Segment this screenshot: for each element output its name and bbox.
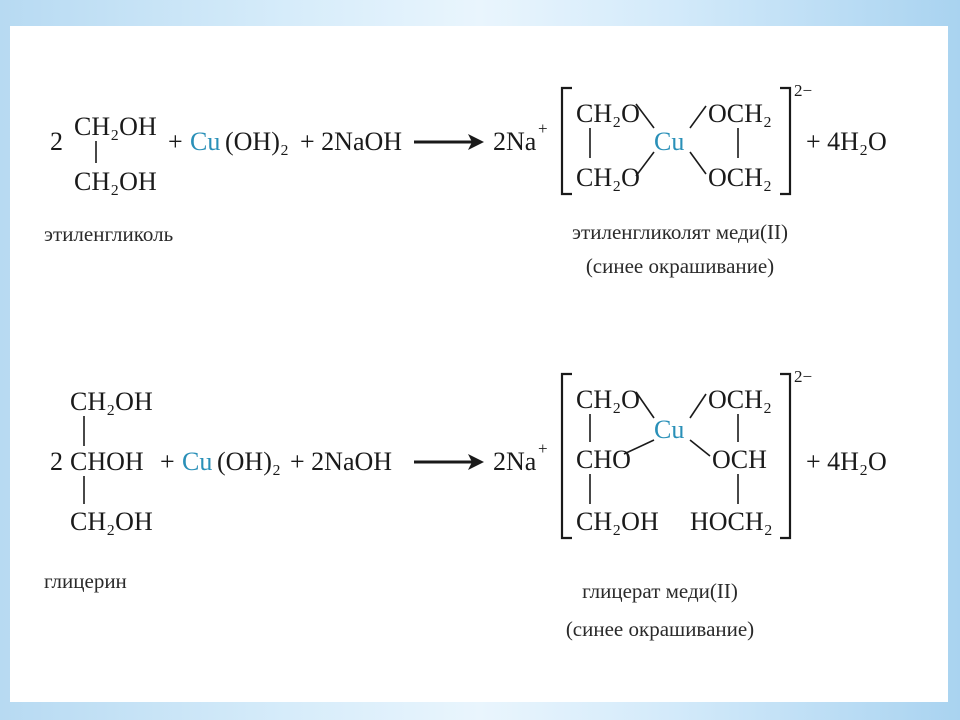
- sodium-charge: +: [538, 439, 548, 458]
- copper-center: Cu: [654, 415, 684, 444]
- left-bracket: [560, 372, 572, 540]
- copper-symbol: Cu: [190, 127, 220, 156]
- bond-line: [635, 151, 655, 177]
- ligand-left-middle: CHO: [576, 445, 631, 474]
- sodium-charge: +: [538, 119, 548, 138]
- bond-line: [635, 391, 655, 419]
- sodium-ion: 2Na: [493, 447, 537, 476]
- plus-sign: +: [160, 447, 175, 476]
- water: + 4H₂O: [806, 127, 887, 156]
- reaction-arrow: [414, 454, 484, 470]
- bond-line: [635, 103, 655, 129]
- ligand-left-top: CH₂O: [576, 99, 640, 128]
- right-bracket: [780, 86, 792, 196]
- hydroxide: (OH)₂: [217, 447, 281, 476]
- reaction-glycerol: 2 CH₂OH CHOH CH₂OH + Cu (OH)₂ + 2NaOH 2N…: [44, 367, 887, 641]
- complex-charge: 2−: [794, 81, 812, 100]
- hydroxide: (OH)₂: [225, 127, 289, 156]
- left-bracket: [560, 86, 572, 196]
- copper-symbol: Cu: [182, 447, 212, 476]
- sodium-ion: 2Na: [493, 127, 537, 156]
- sodium-hydroxide: + 2NaOH: [290, 447, 392, 476]
- sodium-hydroxide: + 2NaOH: [300, 127, 402, 156]
- ligand-right-bottom: OCH₂: [708, 163, 772, 192]
- reactant-middle: CHOH: [70, 447, 144, 476]
- ligand-right-top: OCH₂: [708, 385, 772, 414]
- reactant-bottom: CH₂OH: [74, 167, 157, 196]
- product-note: (синее окрашивание): [566, 617, 754, 641]
- reactant-caption: глицерин: [44, 569, 127, 593]
- water: + 4H₂O: [806, 447, 887, 476]
- coefficient: 2: [50, 447, 63, 476]
- reactions-diagram: 2 CH₂OH CH₂OH + Cu (OH)₂ + 2NaOH 2Na + C…: [44, 81, 887, 641]
- right-bracket: [780, 372, 792, 540]
- ligand-right-top: OCH₂: [708, 99, 772, 128]
- slide: 2 CH₂OH CH₂OH + Cu (OH)₂ + 2NaOH 2Na + C…: [10, 26, 948, 702]
- bond-line: [689, 105, 707, 129]
- plus-sign: +: [168, 127, 183, 156]
- reaction-ethylene-glycol: 2 CH₂OH CH₂OH + Cu (OH)₂ + 2NaOH 2Na + C…: [44, 81, 887, 278]
- reactant-caption: этиленгликоль: [44, 222, 173, 246]
- bond-line: [689, 151, 707, 175]
- product-note: (синее окрашивание): [586, 254, 774, 278]
- coefficient: 2: [50, 127, 63, 156]
- complex-charge: 2−: [794, 367, 812, 386]
- bond-line: [623, 439, 655, 455]
- product-caption: этиленгликолят меди(II): [572, 220, 788, 244]
- copper-center: Cu: [654, 127, 684, 156]
- ligand-left-bottom: CH₂OH: [576, 507, 659, 536]
- ligand-left-top: CH₂O: [576, 385, 640, 414]
- ligand-left-bottom: CH₂O: [576, 163, 640, 192]
- product-caption: глицерат меди(II): [582, 579, 738, 603]
- ligand-right-bottom: HOCH₂: [690, 507, 773, 536]
- reaction-arrow: [414, 134, 484, 150]
- bond-line: [689, 393, 707, 419]
- reactant-top: CH₂OH: [74, 112, 157, 141]
- ligand-right-middle: OCH: [712, 445, 767, 474]
- reactant-top: CH₂OH: [70, 387, 153, 416]
- bond-line: [689, 439, 711, 457]
- reactant-bottom: CH₂OH: [70, 507, 153, 536]
